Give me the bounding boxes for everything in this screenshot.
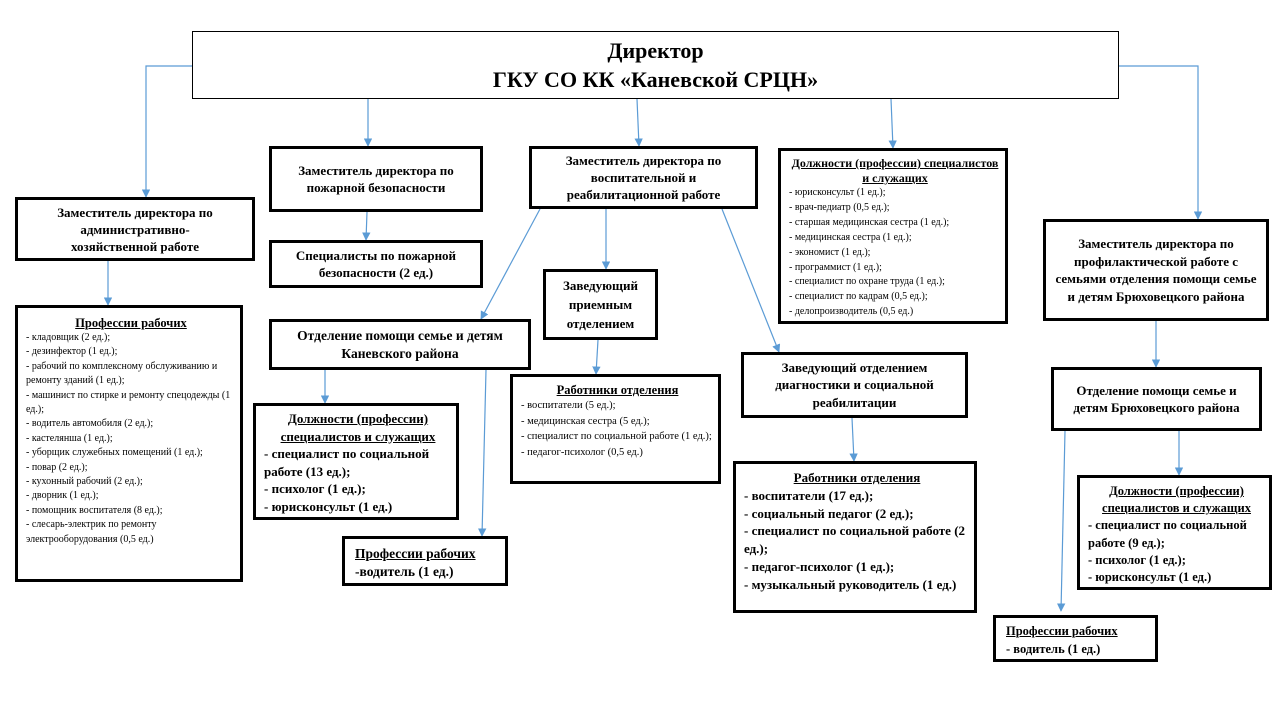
list-item: - воспитатели (5 ед.); [521, 400, 616, 411]
list-item: - уборщик служебных помещений (1 ед.); [26, 447, 203, 459]
director-box: Директор ГКУ СО КК «Каневской СРЦН» [192, 31, 1119, 99]
admin-deputy-box: Заместитель директора по административно… [15, 197, 255, 261]
fire-deputy-box: Заместитель директора по пожарной безопа… [269, 146, 483, 212]
diag-workers-box: Работники отделения - воспитатели (17 ед… [733, 461, 977, 613]
admin-workers-header: Профессии рабочих [75, 316, 187, 330]
edu-deputy-title: Заместитель директора по воспитательной … [565, 153, 722, 202]
bryukh-staff-box: Должности (профессии) специалистов и слу… [1077, 475, 1272, 590]
connector-edu-diag [721, 208, 781, 353]
bryukh-department-title: Отделение помощи семье и детям Брюховецк… [1073, 382, 1240, 416]
kanev-workers-item: -водитель (1 ед.) [355, 564, 454, 579]
list-item: - педагог-психолог (1 ед.); [744, 558, 895, 574]
admin-workers-list: - кладовщик (2 ед.); - дезинфектор (1 ед… [26, 331, 236, 547]
admin-workers-box: Профессии рабочих - кладовщик (2 ед.); -… [15, 305, 243, 582]
edu-deputy-box: Заместитель директора по воспитательной … [529, 146, 758, 209]
fire-specialists-title: Специалисты по пожарной безопасности (2 … [295, 248, 457, 280]
reception-head-box: Заведующий приемным отделением [543, 269, 658, 340]
reception-head-title: Заведующий приемным отделением [563, 278, 638, 331]
director-title: Директор [607, 38, 704, 63]
list-item: - дезинфектор (1 ед.); [26, 346, 118, 358]
list-item: - слесарь-электрик по ремонту электрообо… [26, 519, 157, 545]
list-item: - кухонный рабочий (2 ед.); [26, 476, 143, 488]
connector-director-prev [1119, 65, 1203, 220]
list-item: - социальный педагог (2 ед.); [744, 505, 914, 521]
list-item: - специалист по социальной работе (9 ед.… [1088, 518, 1247, 550]
specialists-box: Должности (профессии) специалистов и слу… [778, 148, 1008, 324]
specialists-header: Должности (профессии) специалистов и слу… [791, 156, 999, 185]
reception-workers-box: Работники отделения - воспитатели (5 ед.… [510, 374, 721, 484]
diag-workers-header: Работники отделения [793, 470, 921, 485]
list-item: - юрисконсульт (1 ед.) [1088, 570, 1212, 585]
list-item: - рабочий по комплексному обслуживанию и… [26, 360, 218, 387]
kanev-department-title: Отделение помощи семье и детям Каневског… [297, 327, 503, 361]
connector-bryukh-workers [1056, 430, 1066, 612]
reception-workers-list: - воспитатели (5 ед.); - медицинская сес… [521, 398, 714, 460]
admin-deputy-title: Заместитель директора по административно… [57, 204, 213, 254]
kanev-staff-box: Должности (профессии) специалистов и слу… [253, 403, 459, 520]
list-item: - старшая медицинская сестра (1 ед.); [789, 216, 950, 228]
list-item: - кастелянша (1 ед.); [26, 432, 113, 444]
list-item: - кладовщик (2 ед.); [26, 332, 111, 343]
list-item: - водитель автомобиля (2 ед.); [26, 418, 154, 430]
bryukh-workers-box: Профессии рабочих - водитель (1 ед.) [993, 615, 1158, 662]
list-item: - дворник (1 ед.); [26, 490, 99, 502]
list-item: - экономист (1 ед.); [789, 246, 871, 258]
fire-specialists-box: Специалисты по пожарной безопасности (2 … [269, 240, 483, 288]
fire-deputy-title: Заместитель директора по пожарной безопа… [298, 163, 454, 195]
list-item: - специалист по социальной работе (2 ед.… [744, 523, 966, 557]
diag-head-title: Заведующий отделением диагностики и соци… [775, 359, 934, 410]
connector-director-admin [141, 65, 192, 198]
bryukh-staff-header: Должности (профессии) специалистов и слу… [1102, 484, 1251, 516]
list-item: - программист (1 ед.); [789, 261, 882, 273]
connector-diag-workers [849, 417, 858, 462]
list-item: - помощник воспитателя (8 ед.); [26, 504, 163, 516]
list-item: - психолог (1 ед.); [1088, 552, 1186, 567]
list-item: - медицинская сестра (1 ед.); [789, 231, 912, 243]
prevention-deputy-box: Заместитель директора по профилактическо… [1043, 219, 1269, 321]
organization-name: ГКУ СО КК «Каневской СРЦН» [492, 67, 819, 92]
list-item: - музыкальный руководитель (1 ед.) [744, 576, 957, 592]
list-item: - врач-педиатр (0,5 ед.); [789, 201, 890, 213]
list-item: - делопроизводитель (0,5 ед.) [789, 306, 914, 318]
kanev-workers-box: Профессии рабочих -водитель (1 ед.) [342, 536, 508, 586]
prevention-deputy-title: Заместитель директора по профилактическо… [1055, 236, 1257, 304]
list-item: - юрисконсульт (1 ед.); [789, 187, 886, 198]
connector-director-specialists [888, 98, 897, 149]
list-item: - специалист по социальной работе (1 ед.… [521, 431, 712, 443]
list-item: - машинист по стирке и ремонту спецодежд… [26, 389, 231, 416]
list-item: - педагог-психолог (0,5 ед.) [521, 446, 643, 458]
bryukh-workers-item: - водитель (1 ед.) [1006, 641, 1101, 656]
kanev-workers-header: Профессии рабочих [355, 546, 476, 561]
list-item: - юрисконсульт (1 ед.) [264, 498, 393, 514]
reception-workers-header: Работники отделения [556, 383, 679, 397]
list-item: - специалист по кадрам (0,5 ед.); [789, 291, 928, 303]
connector-fire-specialists [362, 211, 371, 241]
connector-director-edu [634, 98, 643, 147]
list-item: - специалист по социальной работе (13 ед… [264, 446, 430, 479]
bryukh-workers-header: Профессии рабочих [1006, 624, 1118, 638]
specialists-list: - юрисконсульт (1 ед.); - врач-педиатр (… [789, 186, 1001, 320]
connector-kanev-workers [477, 369, 487, 537]
kanev-department-box: Отделение помощи семье и детям Каневског… [269, 319, 531, 370]
list-item: - специалист по охране труда (1 ед.); [789, 276, 945, 288]
diag-head-box: Заведующий отделением диагностики и соци… [741, 352, 968, 418]
list-item: - повар (2 ед.); [26, 461, 88, 473]
list-item: - медицинская сестра (5 ед.); [521, 415, 650, 427]
diag-workers-list: - воспитатели (17 ед.); - социальный пед… [744, 487, 970, 594]
kanev-staff-header: Должности (профессии) специалистов и слу… [280, 411, 436, 444]
connector-reception-workers [592, 339, 601, 375]
bryukh-department-box: Отделение помощи семье и детям Брюховецк… [1051, 367, 1262, 431]
list-item: - психолог (1 ед.); [264, 481, 366, 496]
connector-edu-kanev [480, 208, 541, 320]
list-item: - воспитатели (17 ед.); [744, 487, 874, 503]
kanev-staff-list: - специалист по социальной работе (13 ед… [264, 445, 452, 515]
bryukh-staff-list: - специалист по социальной работе (9 ед.… [1088, 517, 1265, 586]
